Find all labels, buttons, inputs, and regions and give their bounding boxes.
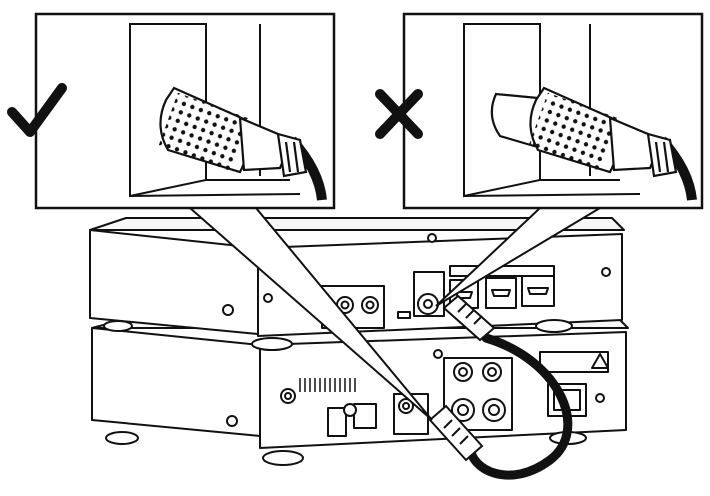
rca-plug [442,294,496,342]
inset-incorrect [375,12,704,210]
inset-correct [7,12,336,210]
checkmark-icon [7,83,67,137]
cross-icon [375,89,423,139]
coaxial-cable [465,333,573,480]
rca-plug-lower [428,404,484,462]
